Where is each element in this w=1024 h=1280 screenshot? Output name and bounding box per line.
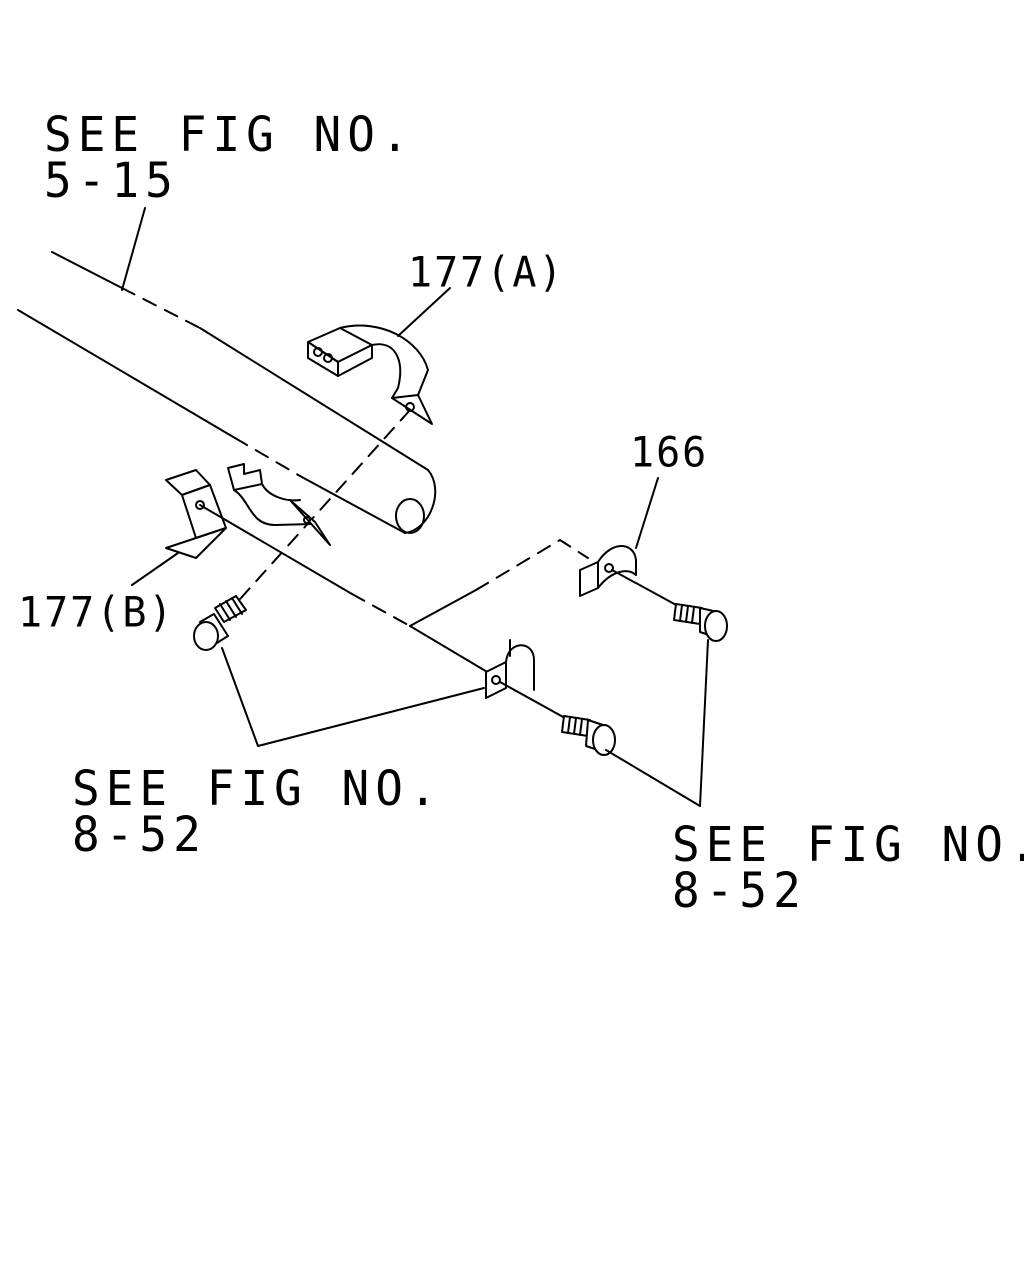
- hanger-177a: [307, 324, 433, 425]
- centerline-166-dash: [475, 539, 589, 591]
- ref-top-line2: 5-15: [44, 151, 179, 209]
- part-label-166: 166: [630, 428, 709, 478]
- ref-bottom-left-line2: 8-52: [72, 805, 207, 863]
- ref-top-line1: SEE FIG NO.: [44, 105, 415, 163]
- clip-166: [579, 545, 637, 597]
- leader-ref-bottom-right: [605, 639, 709, 807]
- ref-bottom-left-line1: SEE FIG NO.: [72, 759, 443, 817]
- leader-ref-bottom-left: [221, 647, 485, 747]
- hanger-177b: [165, 463, 331, 559]
- centerline-166-bolt: [611, 569, 679, 607]
- leader-177b: [131, 552, 179, 586]
- exhaust-pipe: [17, 251, 437, 534]
- centerline-177b-end: [409, 625, 495, 677]
- clip-lower: [485, 639, 535, 699]
- ref-bottom-right-line2: 8-52: [672, 861, 807, 919]
- bolt-left: [193, 595, 247, 651]
- bolt-right: [673, 603, 728, 642]
- leader-ref-top: [121, 207, 146, 291]
- ref-bottom-right-line1: SEE FIG NO.: [672, 815, 1024, 873]
- centerline-177b-dash: [351, 593, 411, 627]
- leader-177a: [397, 287, 451, 337]
- centerline-166: [409, 589, 477, 627]
- leader-166: [635, 477, 659, 549]
- part-label-177b: 177(B): [18, 588, 175, 638]
- centerline-177b: [199, 504, 353, 595]
- centerline-lower-bolt: [499, 681, 566, 719]
- centerline-177a-bolt: [231, 409, 411, 609]
- bolt-lower: [561, 715, 616, 756]
- part-label-177a: 177(A): [408, 248, 565, 298]
